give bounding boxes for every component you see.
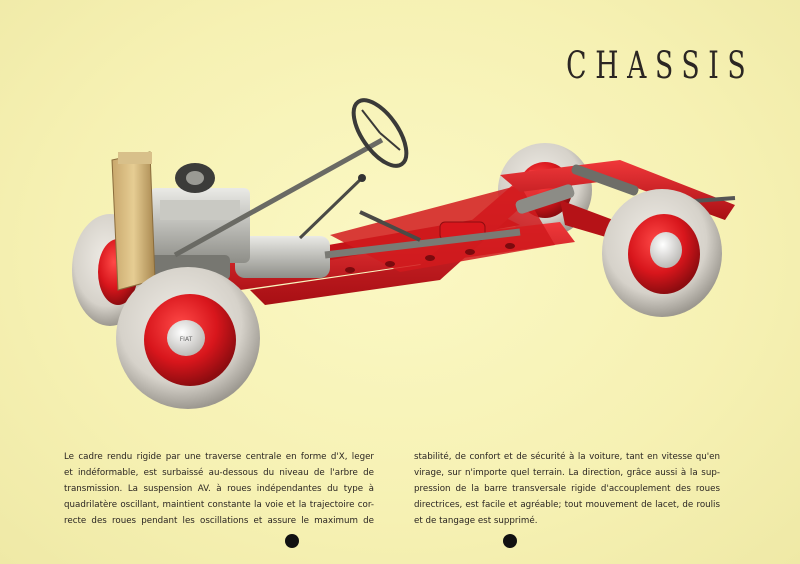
text-line: Le cadre rendu rigide par une traverse c… [64, 452, 374, 462]
text-line: et indéformable, est surbaissé au-dessou… [64, 468, 374, 478]
body-text-right-column: stabilité, de confort et de sécurité à l… [414, 449, 720, 529]
binder-hole-left [285, 534, 299, 548]
text-line: quadrilatère oscillant, maintient consta… [64, 500, 374, 510]
body-text-left-column: Le cadre rendu rigide par une traverse c… [64, 449, 374, 529]
binder-hole-right [503, 534, 517, 548]
text-line: et de tangage est supprimé. [414, 516, 538, 526]
rear-right-wheel [602, 189, 722, 317]
hubcap-logo: FIAT [180, 336, 193, 343]
page-title: CHASSIS [565, 44, 754, 87]
text-line: stabilité, de confort et de sécurité à l… [414, 452, 720, 462]
radiator [111, 151, 156, 291]
text-line: recte des roues pendant les oscillations… [64, 516, 374, 526]
transmission [235, 174, 521, 278]
text-line: directrices, est facile et agréable; tou… [414, 500, 720, 510]
text-line: pression de la barre transversale rigide… [414, 484, 720, 494]
text-line: virage, sur n'importe quel terrain. La d… [414, 468, 720, 478]
text-line: transmission. La suspension AV. à roues … [64, 484, 374, 494]
front-right-wheel: FIAT [116, 267, 260, 409]
steering-column [173, 98, 409, 258]
